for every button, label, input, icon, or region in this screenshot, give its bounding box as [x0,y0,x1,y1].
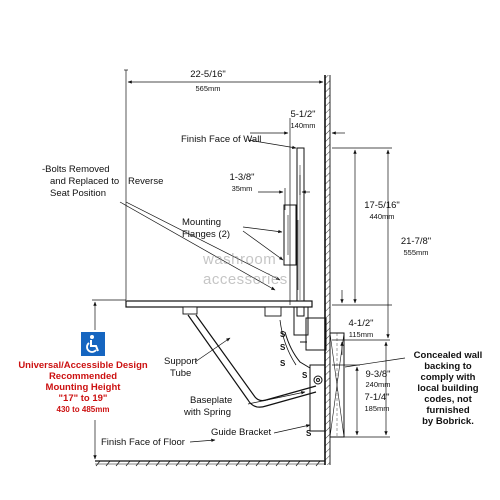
dim-wall-to-hinge-imperial: 5-1/2" [290,109,316,120]
note-accessible-line2: Recommended [48,370,118,382]
watermark-line1: washroom [203,251,277,268]
dim-lower-bracket-imperial: 7-1/4" [364,392,390,403]
dim-total-height-imperial: 21-7/8" [400,236,432,247]
dim-wall-to-hinge-metric: 140mm [290,121,316,130]
note-backing-line6: furnished [426,404,470,416]
watermark-line2: accessories [203,271,288,288]
label-bolts-line2: and Replaced to [50,176,120,187]
s-marker: S [280,343,286,352]
dim-backing-height-imperial: 9-3/8" [365,369,391,380]
note-accessible-design: Universal/Accessible Design Recommended … [2,360,164,414]
dim-seat-to-flange-imperial: 4-1/2" [348,318,374,329]
dim-flange-offset-metric: 35mm [231,184,253,193]
dim-overall-depth-imperial: 22-5/16" [190,69,226,80]
s-marker: S [280,359,286,368]
label-guide-bracket: Guide Bracket [211,427,272,438]
note-accessible-line4: "17" to 19" [58,392,108,404]
dim-lower-bracket-metric: 185mm [364,404,390,413]
dim-total-height-metric: 555mm [403,248,429,257]
label-baseplate-line2: with Spring [184,407,231,418]
note-accessible-line3: Mounting Height [45,381,121,393]
dim-seat-to-flange-metric: 115mm [348,330,374,339]
seat-down-position [125,300,313,317]
label-finish-face-floor: Finish Face of Floor [101,437,185,448]
note-backing: Concealed wall backing to comply with lo… [402,350,494,427]
label-bolts-line3: Reverse [128,176,164,187]
note-backing-line7: by Bobrick. [422,415,474,427]
label-support-tube-line1: Support [164,356,198,367]
s-marker: S [302,371,308,380]
note-backing-line5: codes, not [424,393,472,405]
leader-lines [119,139,406,443]
s-marker: S [280,330,286,339]
label-mounting-flanges-line2: Flanges (2) [182,229,231,240]
baseplate-spring-assembly [279,317,327,432]
wheelchair-accessibility-icon [81,332,105,356]
note-accessible-line5: 430 to 485mm [56,404,110,414]
note-backing-line4: local building [417,382,479,394]
dimension-lines [92,69,392,460]
label-baseplate-line1: Baseplate [190,395,233,406]
dim-folded-height-imperial: 17-5/16" [364,200,400,211]
note-backing-line3: comply with [420,371,476,383]
wall [324,75,331,465]
dim-folded-height-metric: 440mm [369,212,395,221]
floor [95,460,325,467]
note-backing-line2: backing to [424,360,472,372]
label-bolts-line4: Seat Position [50,188,106,199]
label-bolts-line1: -Bolts Removed [42,164,110,175]
dim-overall-depth-metric: 565mm [195,84,221,93]
s-marker: S [306,429,312,438]
support-tube [187,314,317,408]
dim-backing-height-metric: 240mm [365,380,391,389]
label-support-tube-line2: Tube [170,368,192,379]
label-finish-face-wall: Finish Face of Wall [181,134,262,145]
seat-folded-position [283,147,309,336]
dim-flange-offset-imperial: 1-3/8" [229,172,255,183]
note-accessible-line1: Universal/Accessible Design [18,360,148,371]
note-backing-line1: Concealed wall [413,350,483,361]
label-mounting-flanges-line1: Mounting [182,217,222,228]
